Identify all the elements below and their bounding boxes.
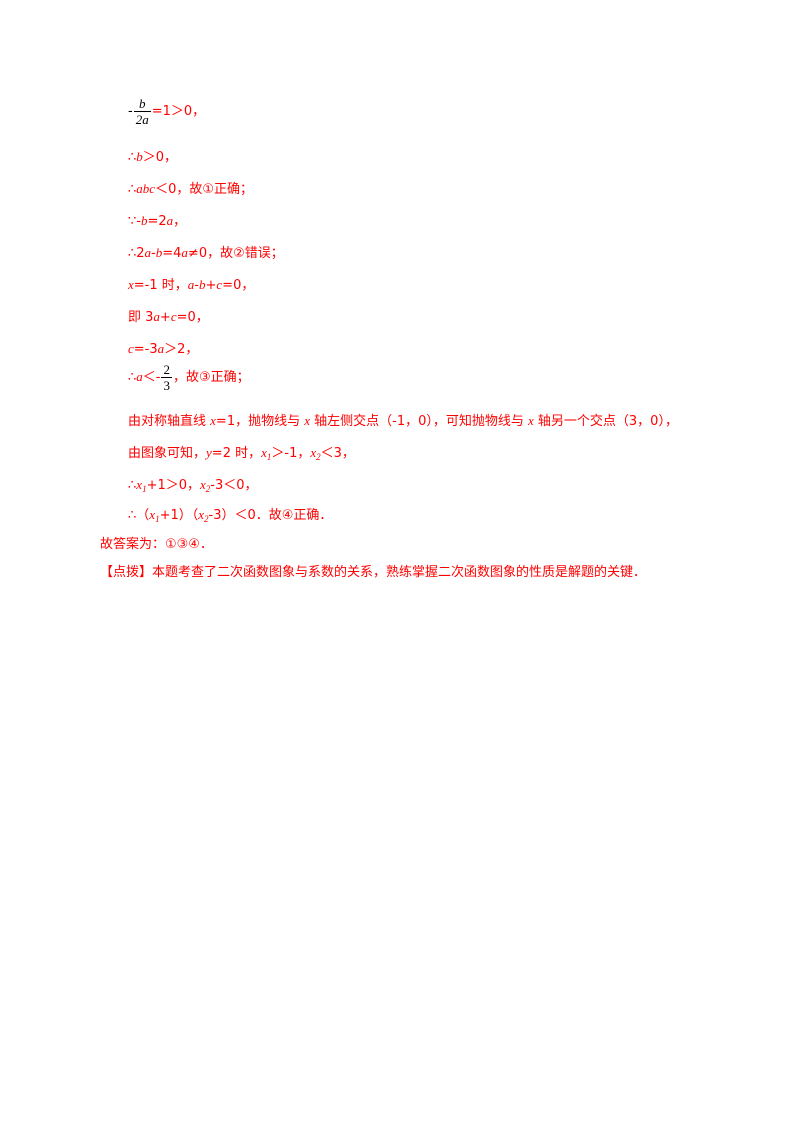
- text-part: ＞-1，: [271, 446, 311, 461]
- subscript-2: 2: [204, 514, 209, 524]
- text-part: +: [205, 278, 217, 293]
- text-part: -3）＜0．故④正确．: [208, 508, 333, 523]
- var-x1: x: [261, 445, 267, 460]
- solution-line-7: 即 3a+c=0，: [128, 308, 209, 327]
- var-x: x: [528, 413, 534, 428]
- var-a: a: [136, 369, 143, 384]
- line-3-rest: ＜0，故①正确；: [155, 182, 253, 197]
- var-a: a: [181, 245, 188, 260]
- fraction-denominator: 3: [163, 378, 170, 393]
- solution-line-4: ∵-b=2a，: [128, 212, 186, 231]
- solution-line-3: ∴abc＜0，故①正确；: [128, 180, 253, 199]
- var-c: c: [216, 277, 223, 292]
- text-part: ＜-: [142, 370, 161, 385]
- subscript-1: 1: [266, 452, 272, 462]
- text-part: 轴另一个交点（3，0），: [533, 414, 678, 429]
- text-part: =0，: [222, 278, 255, 293]
- solution-line-6: x=-1 时，a-b+c=0，: [128, 276, 254, 295]
- therefore-symbol: ∴: [128, 370, 137, 385]
- var-x2: x: [200, 477, 206, 492]
- text-part: =2 时，: [211, 446, 262, 461]
- subscript-1: 1: [142, 484, 147, 494]
- var-x1: x: [149, 507, 156, 522]
- var-c: c: [128, 341, 134, 356]
- var-x: x: [210, 413, 216, 428]
- text-part: -: [194, 278, 199, 293]
- solution-line-11: 由图象可知，y=2 时，x1＞-1，x2＜3，: [128, 444, 355, 466]
- answer-line: 故答案为：①③④．: [100, 536, 213, 554]
- fraction-numerator: 2: [161, 362, 172, 378]
- var-abc: abc: [136, 181, 156, 196]
- subscript-1: 1: [155, 514, 160, 524]
- var-a: a: [144, 245, 152, 260]
- line-4-rest: ，: [173, 214, 187, 229]
- var-a: a: [187, 277, 195, 292]
- solution-line-5: ∴2a-b=4a≠0，故②错误；: [128, 244, 284, 263]
- text-part: ，故③正确；: [172, 370, 250, 385]
- var-b: b: [198, 277, 206, 292]
- therefore-symbol: ∴: [128, 150, 137, 165]
- var-b: b: [155, 245, 163, 260]
- var-x2: x: [310, 445, 317, 460]
- fraction-denominator: 2a: [135, 112, 149, 127]
- text-part: =1，抛物线与: [215, 414, 305, 429]
- subscript-2: 2: [316, 452, 321, 462]
- subscript-2: 2: [205, 484, 211, 494]
- minus-sign: -: [128, 104, 133, 119]
- tip-line: 【点拨】本题考查了二次函数图象与系数的关系，熟练掌握二次函数图象的性质是解题的关…: [100, 564, 646, 582]
- answer-text: 故答案为：①③④．: [100, 537, 213, 552]
- var-x: x: [304, 413, 310, 428]
- solution-line-2: ∴b＞0，: [128, 148, 177, 167]
- text-part: ∴2: [128, 246, 145, 261]
- solution-line-8: c=-3a＞2，: [128, 340, 198, 359]
- text-part: ∴（: [128, 508, 150, 523]
- solution-line-12: ∴x1+1＞0，x2-3＜0，: [128, 476, 258, 498]
- text-part: +: [159, 310, 171, 325]
- var-x1: x: [136, 477, 143, 492]
- var-a: a: [166, 213, 174, 228]
- equals-two: =2: [147, 214, 167, 229]
- fraction-numerator: b: [133, 96, 151, 112]
- text-part: ＜3，: [320, 446, 355, 461]
- therefore-symbol: ∴: [128, 182, 137, 197]
- text-part: =0，: [176, 310, 209, 325]
- text-part: -3＜0，: [210, 478, 258, 493]
- var-c: c: [170, 309, 177, 324]
- therefore-symbol: ∴: [128, 478, 137, 493]
- line-2-rest: ＞0，: [142, 150, 178, 165]
- var-x2: x: [198, 507, 205, 522]
- line-1-rest: =1＞0，: [151, 104, 206, 119]
- text-part: =-3: [133, 342, 158, 357]
- text-part: ≠0，故②错误；: [187, 246, 284, 261]
- text-part: -: [151, 246, 156, 261]
- tip-text: 【点拨】本题考查了二次函数图象与系数的关系，熟练掌握二次函数图象的性质是解题的关…: [100, 565, 647, 580]
- var-a: a: [153, 309, 160, 324]
- var-x: x: [128, 277, 134, 292]
- text-part: +1＞0，: [146, 478, 200, 493]
- text-part: 轴左侧交点（-1，0），可知抛物线与: [310, 414, 528, 429]
- text-part: 由图象可知，: [128, 446, 207, 461]
- text-part: =4: [162, 246, 182, 261]
- text-part: 由对称轴直线: [128, 414, 211, 429]
- solution-line-13: ∴（x1+1）（x2-3）＜0．故④正确．: [128, 506, 332, 528]
- var-a: a: [157, 341, 165, 356]
- var-y: y: [206, 445, 212, 460]
- solution-line-10: 由对称轴直线 x=1，抛物线与 x 轴左侧交点（-1，0），可知抛物线与 x 轴…: [128, 412, 678, 431]
- var-b: b: [136, 149, 143, 164]
- text-part: 即 3: [128, 310, 154, 325]
- text-part: ＞2，: [164, 342, 199, 357]
- because-symbol: ∵-: [128, 214, 141, 229]
- text-part: +1）（: [159, 508, 199, 523]
- text-part: =-1 时，: [133, 278, 188, 293]
- var-b: b: [140, 213, 148, 228]
